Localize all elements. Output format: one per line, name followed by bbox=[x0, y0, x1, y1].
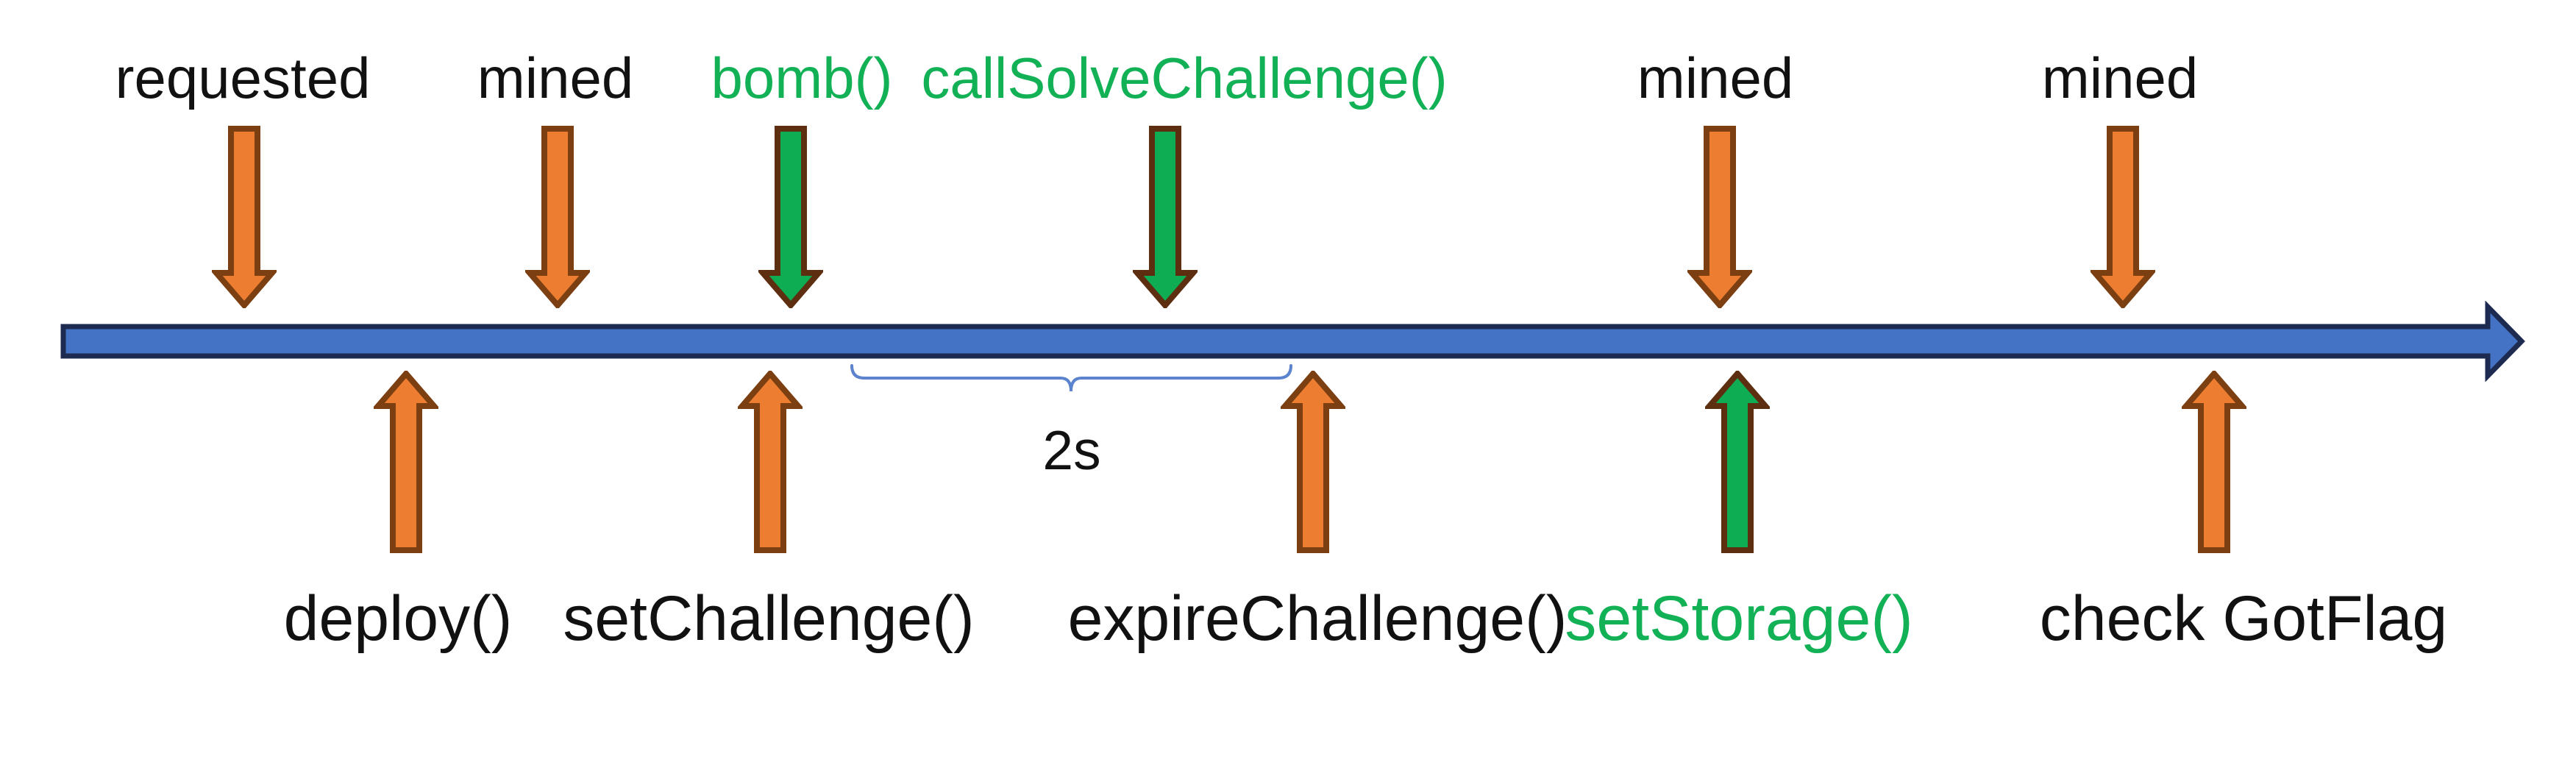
up-arrow-setstorage bbox=[1705, 371, 1770, 553]
event-label-callsolvechallenge: callSolveChallenge() bbox=[921, 46, 1448, 110]
event-label-setchallenge: setChallenge() bbox=[563, 583, 975, 654]
up-arrow-setchallenge bbox=[738, 371, 803, 553]
event-label-setstorage: setStorage() bbox=[1565, 583, 1913, 654]
event-label-requested: requested bbox=[115, 46, 371, 110]
event-label-expirechallenge: expireChallenge() bbox=[1067, 583, 1568, 654]
down-arrow-mined-3 bbox=[2091, 126, 2155, 308]
up-arrow-deploy bbox=[374, 371, 438, 553]
event-label-checkgotflag: check GotFlag bbox=[2039, 583, 2448, 654]
event-label-mined-3: mined bbox=[2041, 46, 2199, 110]
down-arrow-callsolvechallenge bbox=[1133, 126, 1198, 308]
down-arrow-mined-2 bbox=[1687, 126, 1752, 308]
up-arrow-checkgotflag bbox=[2182, 371, 2246, 553]
interval-duration-label: 2s bbox=[1042, 419, 1101, 481]
time-axis-arrow bbox=[60, 301, 2525, 382]
down-arrow-requested bbox=[212, 126, 277, 308]
interval-bracket bbox=[850, 364, 1292, 392]
down-arrow-mined-1 bbox=[525, 126, 590, 308]
down-arrow-bomb bbox=[758, 126, 823, 308]
event-label-deploy: deploy() bbox=[283, 583, 513, 654]
event-label-mined-2: mined bbox=[1637, 46, 1794, 110]
event-label-mined-1: mined bbox=[477, 46, 634, 110]
event-label-bomb: bomb() bbox=[711, 46, 893, 110]
up-arrow-expirechallenge bbox=[1281, 371, 1345, 553]
